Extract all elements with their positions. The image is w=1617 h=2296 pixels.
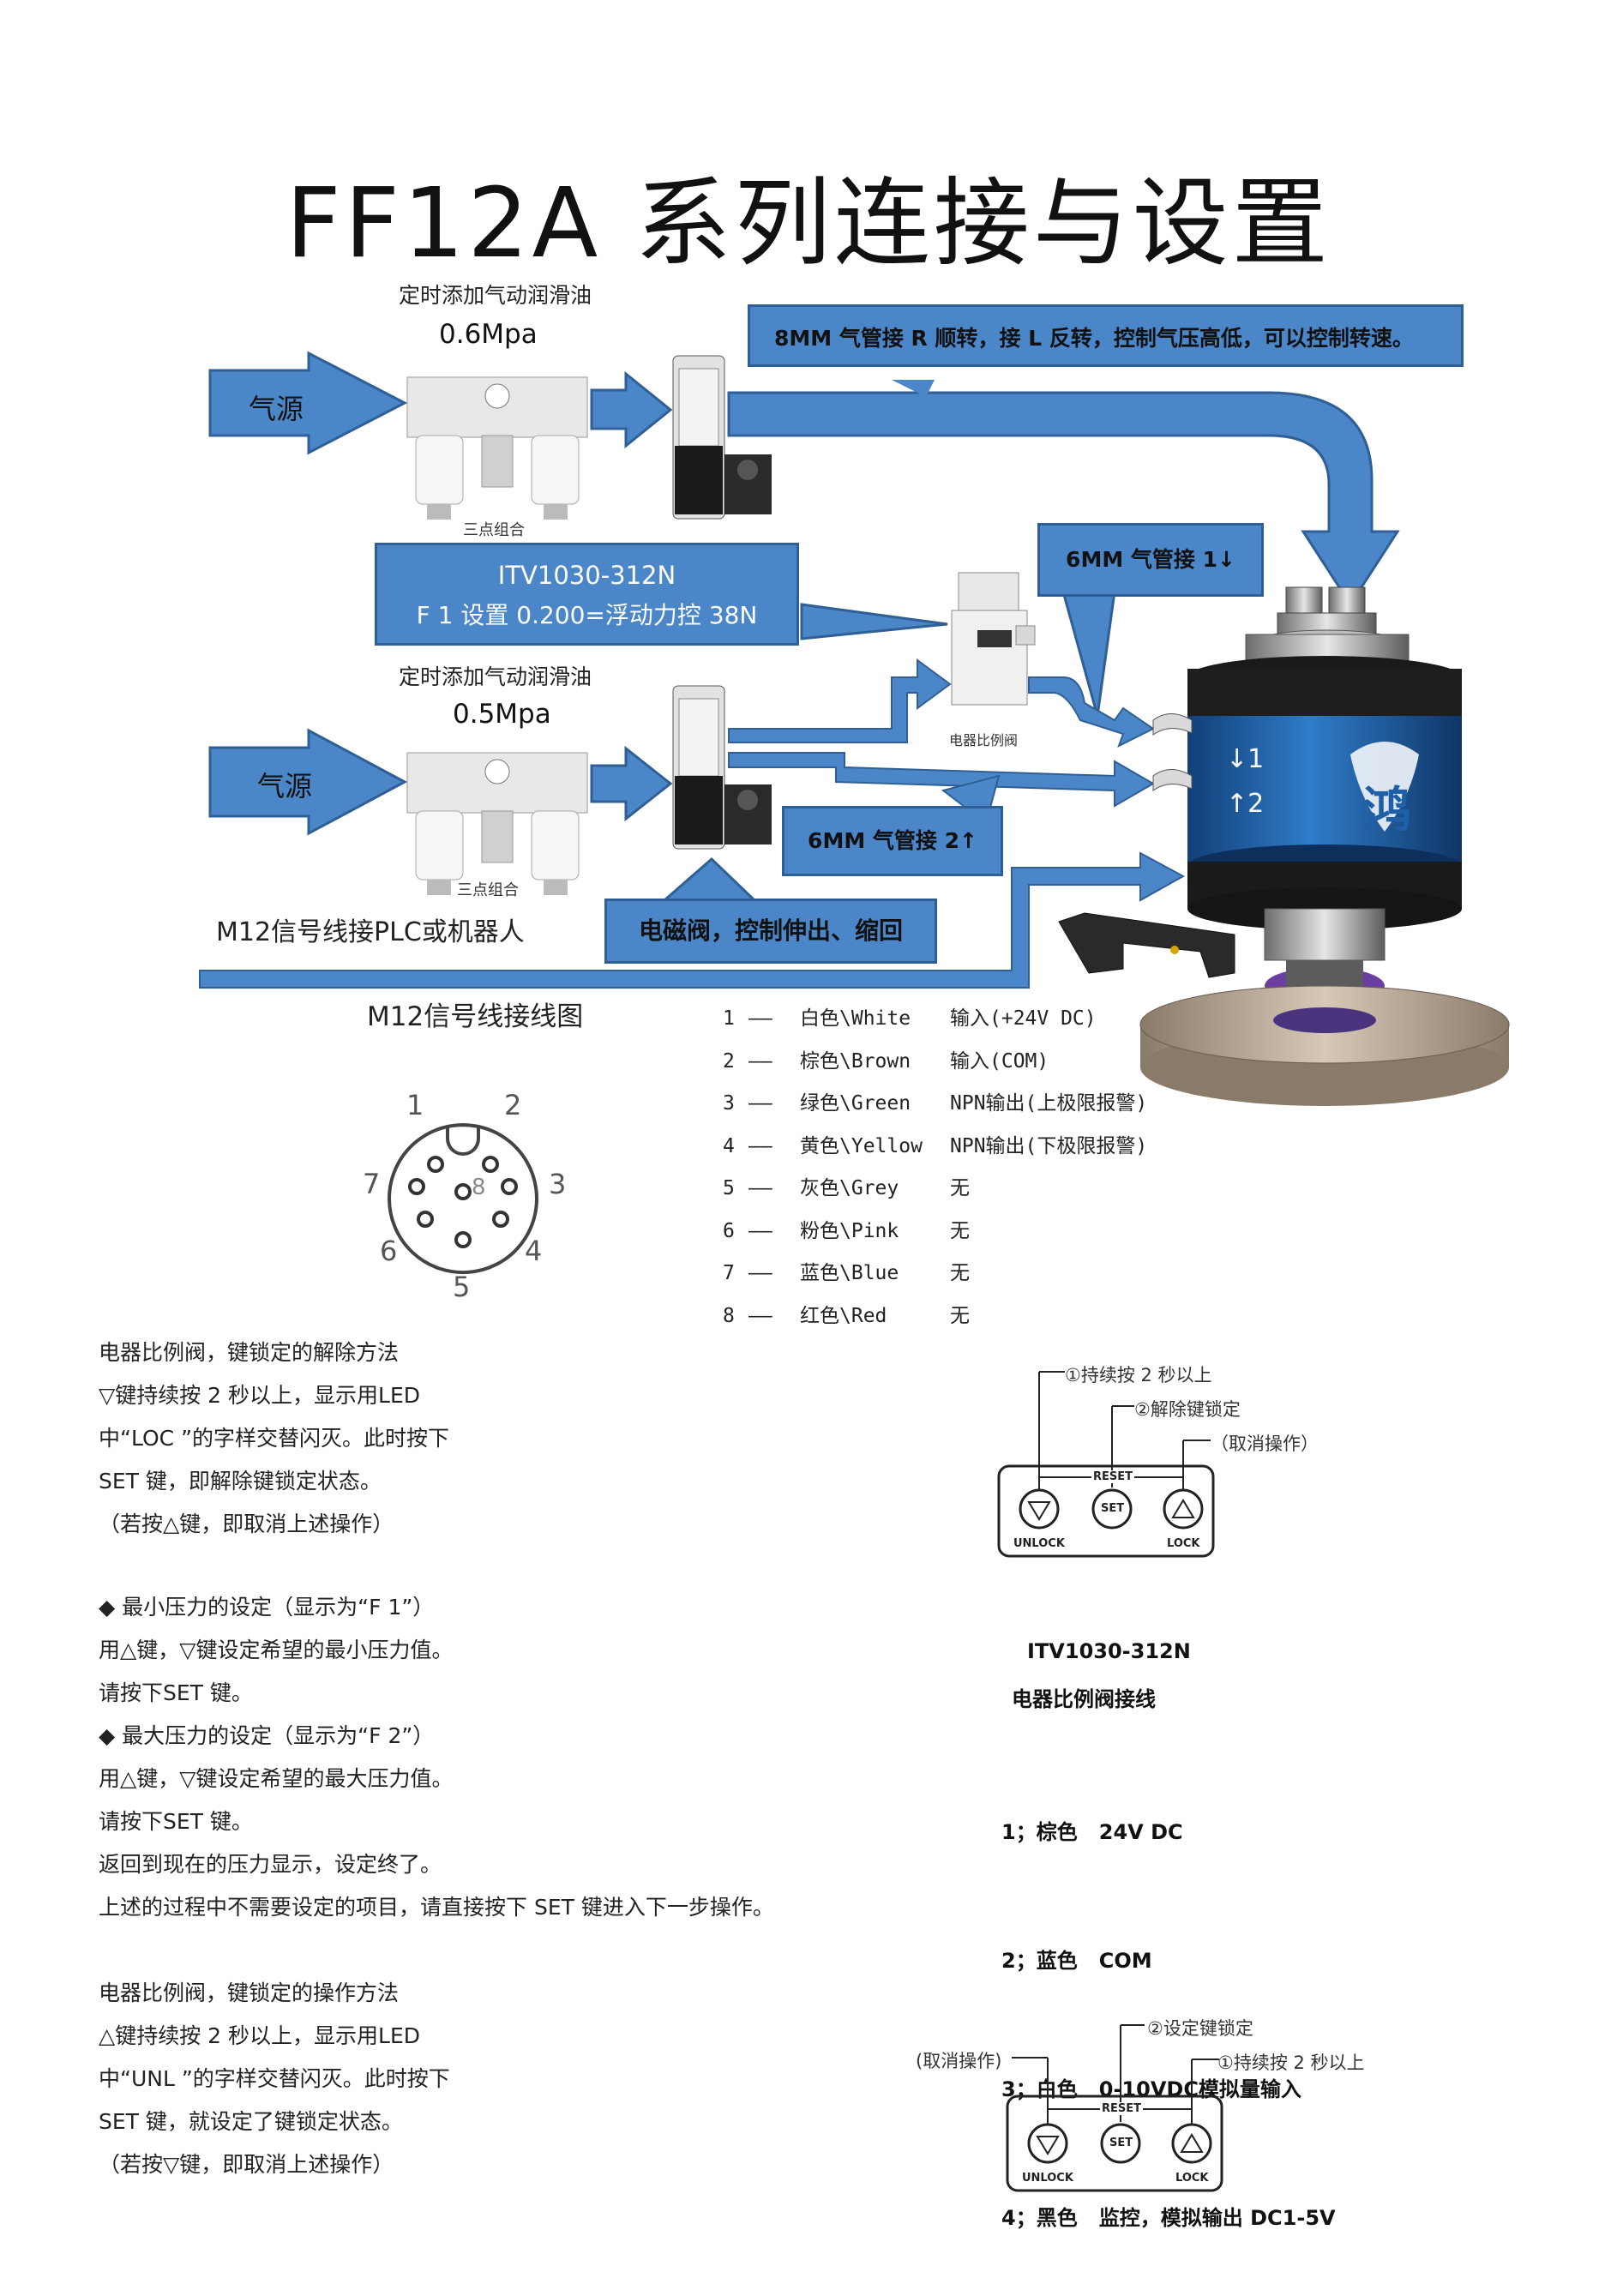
frl-caption-bottom: 三点组合 (457, 881, 519, 899)
itv-wiring-title: 电器比例阀接线 (1012, 1687, 1156, 1711)
solenoid-valve-top (672, 355, 772, 520)
solenoid-callout: 电磁阀，控制伸出、缩回 (604, 899, 937, 964)
unlock-instructions: 电器比例阀，键锁定的解除方法 ▽键持续按 2 秒以上，显示用LED 中“LOC … (99, 1340, 450, 1536)
panel2-unlock-label: UNLOCK (1022, 2172, 1073, 2185)
port-1-label: ↓1 (1226, 744, 1265, 774)
air-source-arrow-top (208, 351, 408, 455)
pin-number-1: 1 (406, 1089, 424, 1121)
key-panel-lock (1006, 2024, 1223, 2192)
lock-instructions: 电器比例阀，键锁定的操作方法 △键持续按 2 秒以上，显示用LED 中“UNL … (99, 1980, 450, 2177)
itv-model: ITV1030-312N (497, 561, 676, 590)
arrow-to-solenoid-top (590, 370, 673, 449)
panel2-reset-label: RESET (1100, 2102, 1144, 2115)
solenoid-valve-bottom (672, 685, 772, 850)
panel1-annotation-3: （取消操作） (1211, 1433, 1319, 1454)
lube-label-top: 定时添加气动润滑油 (399, 283, 592, 308)
itv-setting: F 1 设置 0.200=浮动力控 38N (416, 601, 758, 629)
pipe-to-port2 (728, 752, 1155, 808)
pressure-bottom: 0.5Mpa (453, 699, 551, 730)
frl-unit-bottom (406, 752, 588, 895)
frl-unit-top (406, 376, 588, 520)
pin-number-6: 6 (380, 1235, 398, 1267)
rotary-device (1058, 586, 1510, 1106)
pin-number-4: 4 (525, 1235, 543, 1267)
panel1-set-label: SET (1101, 1502, 1125, 1515)
air-source-label-bottom: 气源 (257, 770, 313, 802)
itv-wiring-model: ITV1030-312N (1027, 1639, 1191, 1663)
pipe-to-itv (728, 658, 952, 743)
panel1-annotation-2: ②解除键锁定 (1134, 1399, 1241, 1420)
pipe-8mm-arrow (727, 391, 1400, 607)
pipe-itv-to-port1 (1028, 676, 1155, 748)
pressure-setting-instructions: ◆ 最小压力的设定（显示为“F 1”） 用△键，▽键设定希望的最小压力值。 请按… (99, 1595, 774, 1920)
panel2-lock-label: LOCK (1175, 2172, 1209, 2185)
callout-6mm-pipe-1: 6MM 气管接 1↓ (1037, 523, 1264, 597)
panel1-annotation-1: ①持续按 2 秒以上 (1065, 1365, 1212, 1385)
panel2-set-label: SET (1109, 2137, 1133, 2149)
pin-number-5: 5 (453, 1271, 471, 1303)
m12-plc-label: M12信号线接PLC或机器人 (216, 917, 525, 947)
pneumatic-diagram (199, 351, 1510, 1275)
device-brand-mark: 鸿 (1363, 783, 1411, 838)
electric-valve-caption: 电器比例阀 (949, 732, 1019, 748)
panel2-annotation-1: ②设定键锁定 (1147, 2018, 1253, 2039)
port-2-label: ↑2 (1226, 789, 1265, 819)
m12-wiring-title: M12信号线接线图 (367, 1001, 584, 1032)
m12-signal-arrow (199, 851, 1186, 989)
lube-label-bottom: 定时添加气动润滑油 (399, 664, 592, 689)
page-title: FF12A 系列连接与设置 (286, 168, 1331, 279)
frl-caption-top: 三点组合 (463, 521, 525, 539)
pin-number-3: 3 (549, 1168, 567, 1200)
callout-6mm-pipe-2: 6MM 气管接 2↑ (782, 806, 1003, 876)
pin-number-2: 2 (504, 1089, 522, 1121)
air-source-label-top: 气源 (249, 393, 304, 425)
itv-setting-box: ITV1030-312N F 1 设置 0.200=浮动力控 38N (375, 543, 799, 646)
panel2-annotation-3: ①持续按 2 秒以上 (1217, 2053, 1365, 2073)
callout-8mm-pipe: 8MM 气管接 R 顺转，接 L 反转，控制气压高低，可以控制转速。 (748, 304, 1464, 367)
panel1-reset-label: RESET (1091, 1470, 1135, 1483)
pressure-top: 0.6Mpa (439, 319, 538, 350)
arrow-to-solenoid-bottom (590, 745, 673, 822)
m12-connector-diagram (387, 1123, 538, 1275)
panel2-annotation-2: (取消操作) (916, 2051, 1002, 2071)
air-source-arrow-bottom (208, 728, 408, 836)
pin-number-7: 7 (363, 1168, 381, 1200)
pin-number-8: 8 (472, 1175, 486, 1200)
panel1-unlock-label: UNLOCK (1013, 1537, 1065, 1550)
electric-proportional-valve (951, 572, 1036, 706)
itv-box-pointer (800, 603, 948, 640)
panel1-lock-label: LOCK (1167, 1537, 1200, 1550)
